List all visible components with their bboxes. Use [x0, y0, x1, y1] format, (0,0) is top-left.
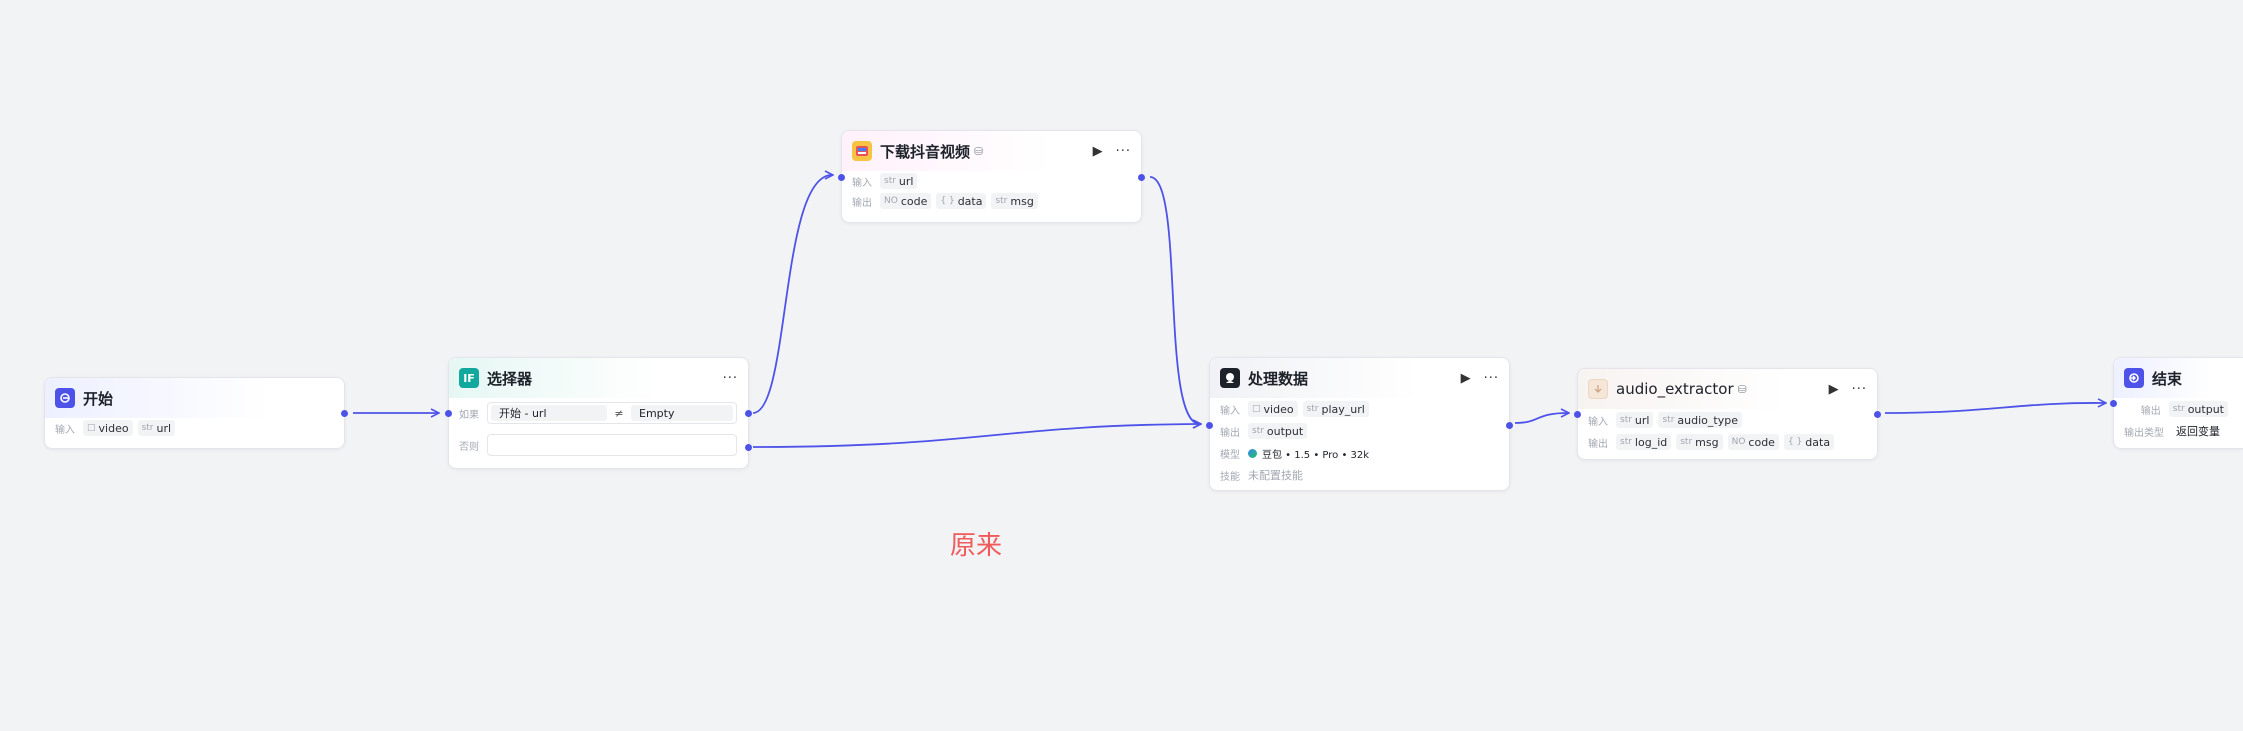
output-port[interactable] — [341, 410, 348, 417]
var-chip: { }data — [936, 193, 987, 209]
more-icon[interactable]: ··· — [1483, 370, 1499, 386]
skill-value: 未配置技能 — [1248, 469, 1303, 482]
node-header: 开始 — [45, 378, 344, 418]
edge-selector-download — [752, 175, 832, 414]
node-title: 结束 — [2152, 369, 2183, 388]
model-icon — [1248, 448, 1257, 458]
input-port[interactable] — [2110, 400, 2117, 407]
model-row: 模型 豆包 • 1.5 • Pro • 32k — [1210, 442, 1509, 464]
edge-process-audio — [1514, 413, 1568, 424]
badge-icon: ⛁ — [974, 144, 984, 158]
node-header: 处理数据 ▶ ··· — [1210, 358, 1509, 398]
run-icon[interactable]: ▶ — [1460, 370, 1472, 386]
node-header: audio_extractor ⛁ ▶ ··· — [1578, 369, 1877, 409]
output-port[interactable] — [1138, 174, 1145, 181]
node-header: 结束 — [2114, 358, 2243, 398]
output-port[interactable] — [1874, 411, 1881, 418]
edge-audio-end — [1884, 403, 2105, 414]
model-name: 豆包 • 1.5 • Pro • 32k — [1262, 449, 1370, 461]
else-row: 否则 — [449, 428, 748, 462]
input-port[interactable] — [1574, 411, 1581, 418]
var-chip: □video — [1248, 401, 1298, 417]
if-row: 如果 开始 - url ≠ Empty — [449, 398, 748, 428]
input-port[interactable] — [838, 174, 845, 181]
node-title: 处理数据 — [1248, 369, 1309, 388]
else-box[interactable] — [487, 434, 737, 456]
if-icon: IF — [459, 368, 479, 388]
output-type-row: 输出类型 返回变量 — [2124, 425, 2220, 439]
run-icon[interactable]: ▶ — [1092, 143, 1104, 159]
node-header: IF 选择器 ··· — [449, 358, 748, 398]
badge-icon: ⛁ — [1737, 382, 1747, 396]
plugin-icon — [1588, 379, 1608, 399]
more-icon[interactable]: ··· — [722, 370, 738, 386]
more-icon[interactable]: ··· — [1115, 143, 1131, 159]
var-chip: □video — [83, 420, 133, 436]
input-port[interactable] — [445, 410, 452, 417]
annotation-note: 原来 — [950, 531, 1003, 561]
node-header: 下载抖音视频 ⛁ ▶ ··· — [842, 131, 1141, 171]
input-port[interactable] — [1206, 422, 1213, 429]
node-title: 开始 — [83, 389, 114, 408]
var-chip: { }data — [1783, 434, 1835, 450]
node-title: audio_extractor — [1616, 380, 1734, 398]
llm-icon — [1220, 368, 1240, 388]
condition-box[interactable]: 开始 - url ≠ Empty — [487, 402, 737, 424]
node-title: 下载抖音视频 — [880, 142, 971, 161]
edge-download-process — [1149, 176, 1200, 424]
more-icon[interactable]: ··· — [1851, 381, 1867, 397]
plugin-icon — [852, 141, 872, 161]
edge-selector-process — [752, 424, 1200, 448]
start-icon — [55, 388, 75, 408]
end-icon — [2124, 368, 2144, 388]
run-icon[interactable]: ▶ — [1828, 381, 1840, 397]
else-output-port[interactable] — [745, 444, 752, 451]
node-title: 选择器 — [487, 369, 533, 388]
output-type-value: 返回变量 — [2176, 425, 2220, 438]
output-port[interactable] — [1506, 422, 1513, 429]
skill-row: 技能 未配置技能 — [1220, 469, 1303, 483]
node-selector[interactable]: IF 选择器 ··· 如果 开始 - url ≠ Empty 否则 — [445, 357, 752, 469]
if-output-port[interactable] — [745, 410, 752, 417]
